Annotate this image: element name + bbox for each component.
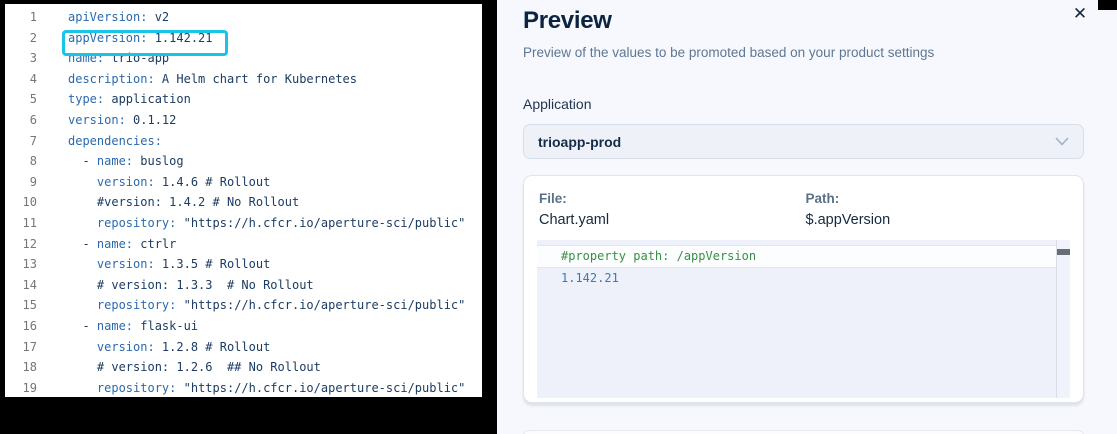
- line-number: 14: [22, 277, 37, 292]
- code-text: name: trio-app: [68, 51, 170, 66]
- code-text: apiVersion: v2: [68, 10, 170, 24]
- path-column: Path: $.appVersion: [804, 188, 1071, 231]
- code-text: version: 1.2.8 # Rollout: [96, 339, 271, 354]
- code-preview-comment-line: #property path: /appVersion: [537, 244, 1056, 268]
- line-number: 10: [22, 195, 37, 210]
- line-number: 12: [22, 236, 37, 251]
- file-column: File: Chart.yaml: [537, 188, 804, 231]
- yaml-editor: 1 apiVersion: v2 2 appVersion: 1.142.21 3 nam…: [5, 4, 482, 397]
- viewer-scrollbar-thumb[interactable]: [1057, 248, 1070, 255]
- line-number: 5: [29, 92, 37, 107]
- code-line: 3 name: trio-app: [5, 48, 482, 69]
- viewer-scrollbar[interactable]: [1056, 239, 1070, 398]
- line-number: 7: [29, 133, 37, 148]
- file-path-row: File: Chart.yaml Path: $.appVersion: [537, 188, 1070, 231]
- code-line: 1 apiVersion: v2: [5, 7, 482, 28]
- code-text: # version: 1.3.3 # No Rollout: [68, 277, 314, 292]
- code-line: 2 appVersion: 1.142.21: [5, 28, 482, 49]
- code-preview-viewer: #property path: /appVersion 1.142.21: [537, 239, 1070, 398]
- code-line: 12 - name: ctrlr: [5, 234, 482, 255]
- corner-black-patch: [1098, 0, 1117, 10]
- line-number: 13: [22, 257, 37, 272]
- code-text: repository: "https://h.cfcr.io/aperture-…: [96, 298, 466, 313]
- panel-subtitle: Preview of the values to be promoted bas…: [523, 45, 935, 60]
- code-lines: 1 apiVersion: v2 2 appVersion: 1.142.21 3 nam…: [5, 7, 482, 397]
- code-text: - name: buslog: [68, 154, 184, 169]
- code-line: 17 version: 1.2.8 # Rollout: [5, 337, 482, 358]
- code-text: dependencies:: [68, 133, 162, 148]
- code-line: 16 - name: flask-ui: [5, 316, 482, 337]
- code-text: #version: 1.4.2 # No Rollout: [68, 195, 300, 210]
- promotion-preview-card: File: Chart.yaml Path: $.appVersion #pro…: [523, 175, 1084, 403]
- code-text: version: 0.1.12: [68, 112, 177, 127]
- yaml-editor-frame: 1 apiVersion: v2 2 appVersion: 1.142.21 3 nam…: [0, 0, 497, 434]
- path-value: $.appVersion: [805, 211, 891, 228]
- code-text: # version: 1.2.6 ## No Rollout: [68, 360, 321, 375]
- line-number: 2: [29, 30, 37, 45]
- page-title: Preview: [523, 7, 612, 34]
- line-number: 8: [29, 154, 37, 169]
- path-label: Path:: [805, 191, 840, 206]
- code-text: - name: ctrlr: [68, 236, 177, 251]
- code-line: 4 description: A Helm chart for Kubernete…: [5, 69, 482, 90]
- line-number: 9: [29, 174, 37, 189]
- application-selected-value: trioapp-prod: [538, 133, 622, 150]
- code-text: version: 1.3.5 # Rollout: [96, 257, 271, 272]
- code-line: 9 version: 1.4.6 # Rollout: [5, 172, 482, 193]
- code-text: version: 1.4.6 # Rollout: [96, 174, 271, 189]
- chevron-down-icon: [1055, 137, 1069, 146]
- code-line: 13 version: 1.3.5 # Rollout: [5, 254, 482, 275]
- line-number: 1: [29, 10, 37, 24]
- code-line: 10 #version: 1.4.2 # No Rollout: [5, 192, 482, 213]
- line-number: 19: [22, 380, 37, 395]
- code-text: description: A Helm chart for Kubernetes: [68, 71, 357, 86]
- line-number: 6: [29, 112, 37, 127]
- line-number: 18: [22, 360, 37, 375]
- application-select[interactable]: trioapp-prod: [523, 124, 1084, 159]
- line-number: 16: [22, 318, 37, 333]
- code-line: 14 # version: 1.3.3 # No Rollout: [5, 275, 482, 296]
- code-line: 8 - name: buslog: [5, 151, 482, 172]
- close-icon[interactable]: ✕: [1069, 3, 1091, 25]
- line-number: 3: [29, 51, 37, 66]
- code-line: 18 # version: 1.2.6 ## No Rollout: [5, 357, 482, 378]
- code-line: 15 repository: "https://h.cfcr.io/apertu…: [5, 295, 482, 316]
- code-line: 19 repository: "https://h.cfcr.io/apertu…: [5, 378, 482, 397]
- code-line: 6 version: 0.1.12: [5, 110, 482, 131]
- code-line: 5 type: application: [5, 89, 482, 110]
- application-label: Application: [523, 96, 592, 112]
- code-line: 7 dependencies:: [5, 131, 482, 152]
- code-line: 11 repository: "https://h.cfcr.io/apertu…: [5, 213, 482, 234]
- line-number: 15: [22, 298, 37, 313]
- code-text: type: application: [68, 92, 191, 107]
- preview-panel: Preview ✕ Preview of the values to be pr…: [497, 0, 1117, 434]
- code-text: repository: "https://h.cfcr.io/aperture-…: [96, 380, 466, 395]
- line-number: 4: [29, 71, 37, 86]
- code-text: appVersion: 1.142.21: [68, 30, 213, 45]
- line-number: 17: [22, 339, 37, 354]
- file-label: File:: [539, 191, 567, 206]
- code-text: - name: flask-ui: [68, 318, 199, 333]
- file-value: Chart.yaml: [539, 211, 610, 228]
- line-number: 11: [22, 215, 37, 230]
- code-preview-value-line: 1.142.21: [561, 270, 619, 285]
- next-section-edge: [523, 430, 1084, 434]
- code-text: repository: "https://h.cfcr.io/aperture-…: [96, 215, 466, 230]
